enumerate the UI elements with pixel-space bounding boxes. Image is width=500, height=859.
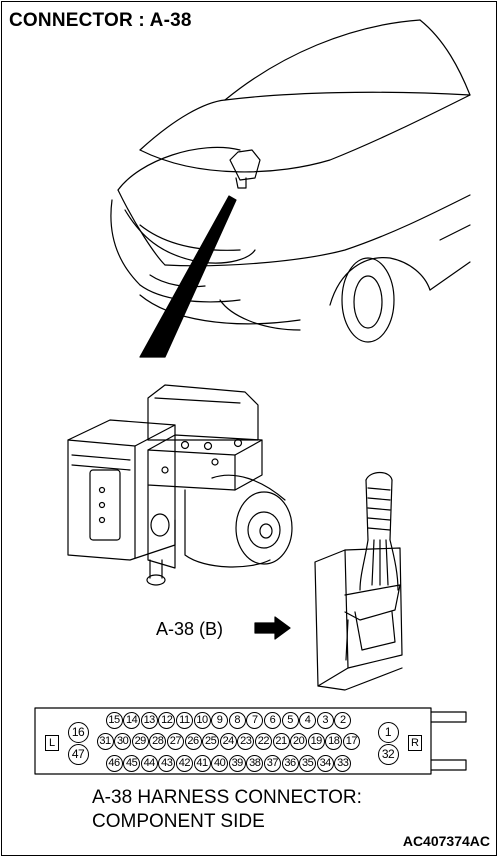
connector-pin-4: 4: [299, 711, 317, 729]
connector-pin-26: 26: [184, 732, 202, 750]
connector-pin-27: 27: [166, 732, 184, 750]
connector-pin-13: 13: [140, 711, 158, 729]
caption-line-2: COMPONENT SIDE: [92, 811, 265, 832]
connector-pin-35: 35: [299, 754, 317, 772]
connector-pin-45: 45: [123, 754, 141, 772]
connector-pin-39: 39: [228, 754, 246, 772]
connector-pin-46: 46: [105, 754, 123, 772]
connector-pin-36: 36: [281, 754, 299, 772]
connector-pin-2: 2: [334, 711, 352, 729]
connector-pin-19: 19: [307, 732, 325, 750]
connector-pin-47: 47: [67, 743, 89, 765]
connector-pin-10: 10: [193, 711, 211, 729]
connector-pin-32: 32: [377, 743, 399, 765]
connector-pin-29: 29: [131, 732, 149, 750]
figure-caption: A-38 HARNESS CONNECTOR: COMPONENT SIDE: [92, 786, 362, 834]
connector-pin-28: 28: [149, 732, 167, 750]
connector-pin-30: 30: [114, 732, 132, 750]
connector-pin-41: 41: [193, 754, 211, 772]
connector-pin-31: 31: [96, 732, 114, 750]
connector-pin-1: 1: [377, 721, 399, 743]
connector-pin-6: 6: [263, 711, 281, 729]
connector-pin-24: 24: [219, 732, 237, 750]
connector-pin-37: 37: [263, 754, 281, 772]
connector-pin-43: 43: [158, 754, 176, 772]
connector-pin-33: 33: [334, 754, 352, 772]
connector-pin-40: 40: [211, 754, 229, 772]
figure-code: AC407374AC: [402, 833, 490, 849]
connector-pin-42: 42: [175, 754, 193, 772]
connector-pin-34: 34: [316, 754, 334, 772]
connector-pin-11: 11: [175, 711, 193, 729]
connector-pin-38: 38: [246, 754, 264, 772]
connector-pin-16: 16: [67, 721, 89, 743]
connector-title: CONNECTOR : A-38: [9, 10, 192, 31]
connector-pin-5: 5: [281, 711, 299, 729]
connector-face: [34, 707, 467, 775]
connector-pin-22: 22: [254, 732, 272, 750]
connector-pin-25: 25: [202, 732, 220, 750]
connector-pin-17: 17: [342, 732, 360, 750]
location-pointer: [139, 195, 237, 358]
connector-pin-44: 44: [140, 754, 158, 772]
harness-connector-plug: [314, 471, 403, 691]
connector-pin-20: 20: [290, 732, 308, 750]
connector-pin-8: 8: [228, 711, 246, 729]
car-illustration: [110, 19, 471, 343]
caption-line-1: A-38 HARNESS CONNECTOR:: [92, 787, 362, 808]
connector-pin-14: 14: [123, 711, 141, 729]
connector-pin-23: 23: [237, 732, 255, 750]
connector-pin-9: 9: [211, 711, 229, 729]
connector-right-marker: R: [408, 735, 422, 751]
arrow-icon: [254, 616, 291, 640]
connector-pin-3: 3: [316, 711, 334, 729]
connector-pin-12: 12: [158, 711, 176, 729]
connector-pin-18: 18: [325, 732, 343, 750]
component-label: A-38 (B): [156, 619, 224, 639]
connector-left-marker: L: [45, 735, 59, 751]
abs-hydraulic-unit: [67, 384, 293, 586]
connector-pin-15: 15: [105, 711, 123, 729]
connector-pin-7: 7: [246, 711, 264, 729]
connector-pin-21: 21: [272, 732, 290, 750]
